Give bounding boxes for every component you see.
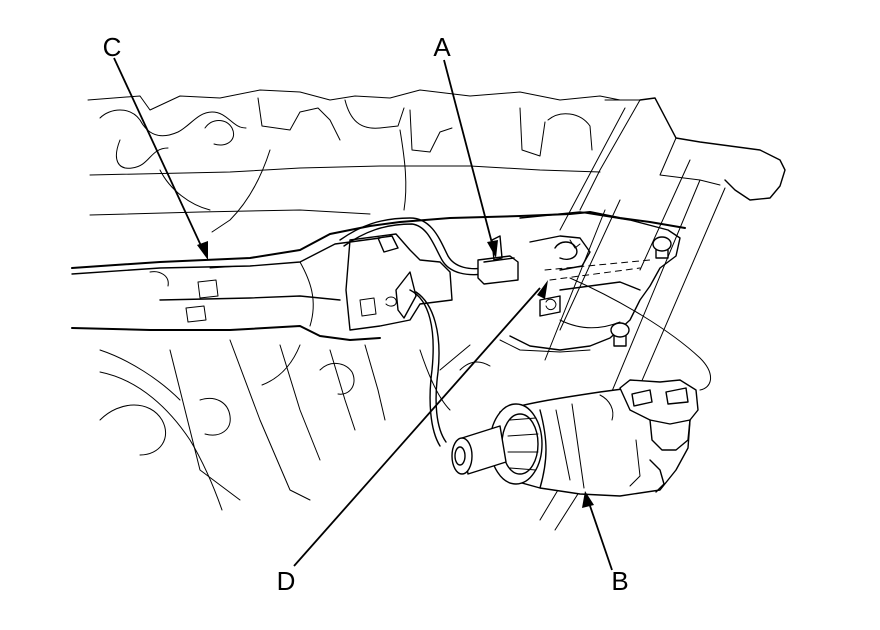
- leader-line-b: [587, 499, 613, 571]
- wire-harness: [339, 217, 711, 447]
- arrowhead-b: [582, 491, 594, 508]
- callout-labels: A C D B: [103, 32, 629, 596]
- arrowhead-c: [197, 241, 208, 260]
- leader-line-a: [443, 59, 494, 248]
- crossmember: [71, 211, 686, 341]
- electrical-connector: [477, 235, 519, 285]
- leader-line-d: [293, 287, 541, 567]
- callout-label-c: C: [103, 32, 122, 62]
- pump-bracket: [499, 211, 681, 353]
- arrowhead-d: [537, 280, 548, 299]
- background-structure: [87, 89, 786, 531]
- callout-label-d: D: [277, 566, 296, 596]
- fuel-pump: [451, 379, 699, 497]
- leader-line-c: [113, 57, 204, 251]
- leader-lines: [113, 57, 613, 571]
- arrowhead-a: [487, 240, 498, 258]
- callout-label-a: A: [433, 32, 451, 62]
- callout-label-b: B: [611, 566, 628, 596]
